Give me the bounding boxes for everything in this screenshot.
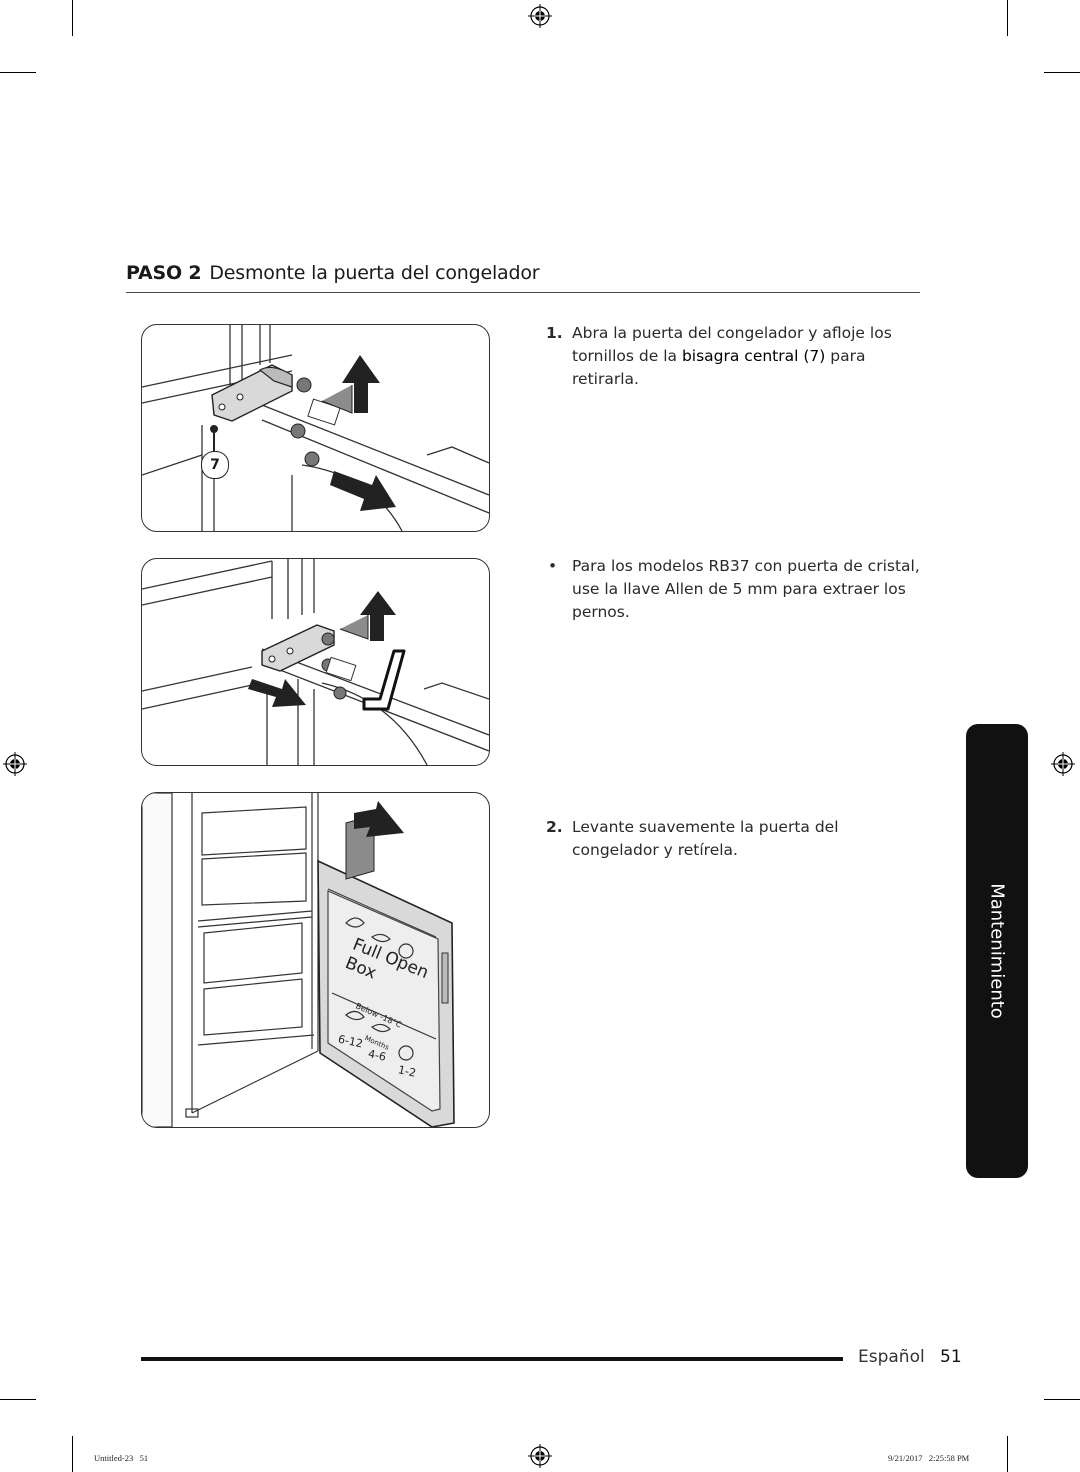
page-number: 51: [940, 1347, 962, 1367]
instruction-bullet: • Para los modelos RB37 con puerta de cr…: [546, 555, 926, 624]
step-1-text-b: para retirarla.: [572, 347, 866, 388]
step-1-text-a: Abra la puerta del congelador y afloje l…: [572, 324, 892, 365]
figure-hinge-removal: 7: [141, 324, 490, 532]
crop-mark-icon: [1044, 72, 1080, 73]
callout-7-badge: 7: [201, 451, 229, 479]
arrow-right-icon: [330, 471, 396, 511]
step-label: PASO 2: [126, 262, 202, 284]
section-title: Desmonte la puerta del congelador: [209, 262, 540, 284]
arrow-up-icon: [360, 591, 396, 641]
crop-mark-icon: [0, 72, 36, 73]
crop-mark-icon: [1007, 0, 1008, 36]
crop-mark-icon: [1044, 1399, 1080, 1400]
figure-allen-key: [141, 558, 490, 766]
allen-key-illustration: [142, 559, 489, 765]
crop-mark-icon: [0, 1399, 36, 1400]
bullet-text: Para los modelos RB37 con puerta de cris…: [572, 557, 920, 621]
crop-mark-icon: [72, 1436, 73, 1472]
instruction-step-2: 2. Levante suavemente la puerta del cong…: [546, 816, 926, 862]
instruction-step-1: 1. Abra la puerta del congelador y afloj…: [546, 322, 926, 391]
slug-date: 9/21/2017 2:25:58 PM: [888, 1453, 970, 1463]
registration-mark-icon: [1051, 752, 1075, 776]
arrow-right-icon: [354, 801, 404, 837]
registration-mark-icon: [528, 4, 552, 28]
arrow-right-icon: [248, 679, 306, 707]
section-heading: PASO 2 Desmonte la puerta del congelador: [126, 262, 540, 284]
crop-mark-icon: [72, 0, 73, 36]
step-2-text: Levante suavemente la puerta del congela…: [572, 818, 839, 859]
arrow-up-icon: [342, 355, 380, 413]
side-tab-label: Mantenimiento: [986, 883, 1008, 1019]
door-illustration: [142, 793, 455, 1127]
crop-mark-icon: [1007, 1436, 1008, 1472]
heading-rule: [126, 292, 920, 293]
hinge-illustration: [142, 325, 489, 531]
bullet-mark: •: [548, 557, 558, 575]
step-1-highlight: bisagra central (7): [681, 347, 826, 365]
slug-file: Untitled-23 51: [94, 1453, 149, 1463]
footer-language: Español: [858, 1347, 925, 1367]
registration-mark-icon: [3, 752, 27, 776]
registration-mark-icon: [528, 1444, 552, 1468]
step-2-number: 2.: [546, 818, 563, 836]
step-1-number: 1.: [546, 324, 563, 342]
section-side-tab: Mantenimiento: [966, 724, 1028, 1178]
figure-door-removal: Full Open Box Below -18°C Months 6-12 4-…: [141, 792, 490, 1128]
footer-rule: [141, 1357, 843, 1361]
